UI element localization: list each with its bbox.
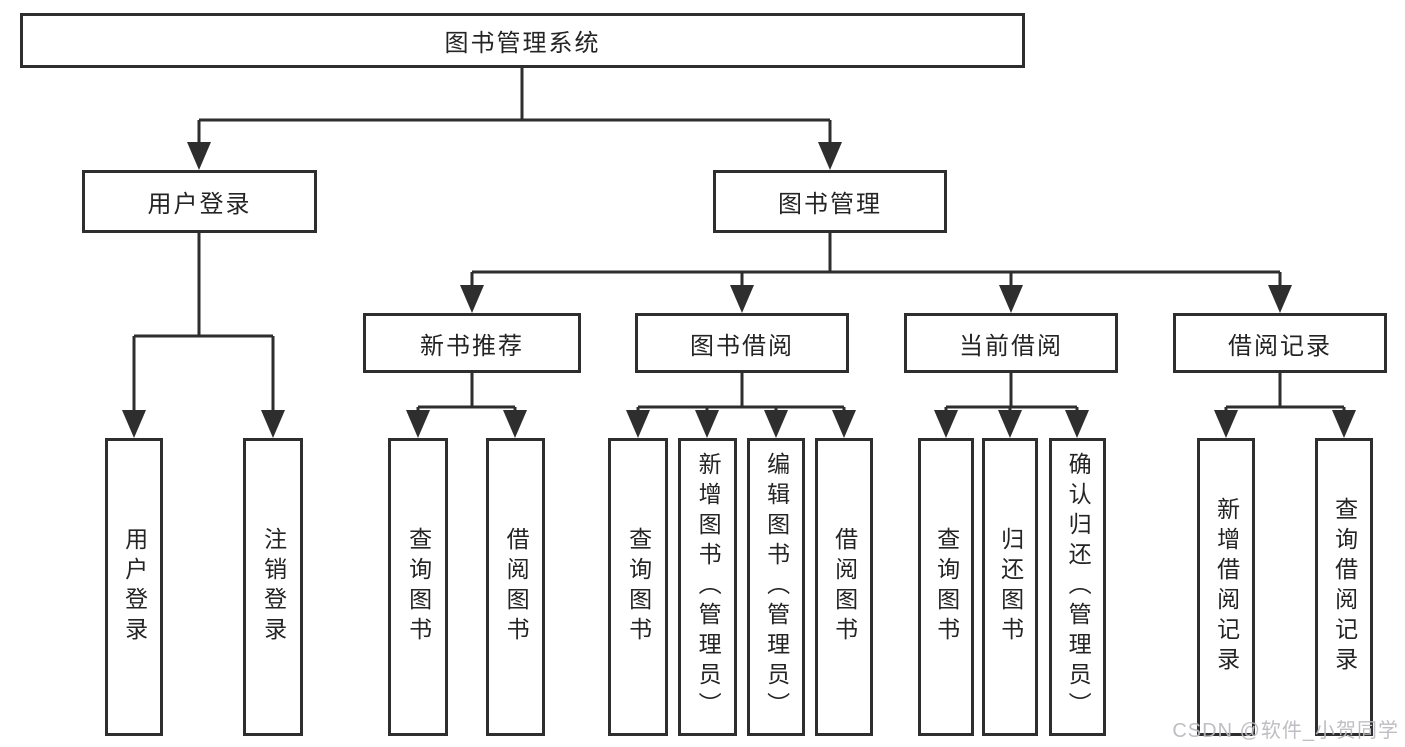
- leaf-add-book-admin: 新增图书（管理员）: [678, 438, 737, 736]
- leaf-add-borrow-record: 新增借阅记录: [1197, 438, 1255, 736]
- node-current-borrowing: 当前借阅: [904, 313, 1118, 373]
- node-user-login: 用户登录: [82, 170, 317, 233]
- leaf-query-books-recommend: 查询图书: [388, 438, 448, 736]
- node-book-borrowing: 图书借阅: [635, 313, 849, 373]
- leaf-logout: 注销登录: [243, 438, 303, 736]
- leaf-borrow-books-borrowing: 借阅图书: [815, 438, 873, 736]
- node-borrowing-records: 借阅记录: [1173, 313, 1387, 373]
- leaf-query-books-current: 查询图书: [918, 438, 974, 736]
- leaf-query-books-borrowing: 查询图书: [608, 438, 668, 736]
- leaf-edit-book-admin: 编辑图书（管理员）: [747, 438, 805, 736]
- node-book-management: 图书管理: [713, 170, 947, 233]
- csdn-watermark: CSDN @软件_小贺同学: [1172, 720, 1399, 742]
- node-root: 图书管理系统: [20, 13, 1025, 68]
- leaf-query-borrow-record: 查询借阅记录: [1315, 438, 1373, 736]
- node-new-book-recommend: 新书推荐: [363, 313, 581, 373]
- leaf-borrow-books-recommend: 借阅图书: [486, 438, 545, 736]
- leaf-confirm-return-admin: 确认归还（管理员）: [1049, 438, 1106, 736]
- leaf-user-login: 用户登录: [105, 438, 163, 736]
- leaf-return-books: 归还图书: [982, 438, 1038, 736]
